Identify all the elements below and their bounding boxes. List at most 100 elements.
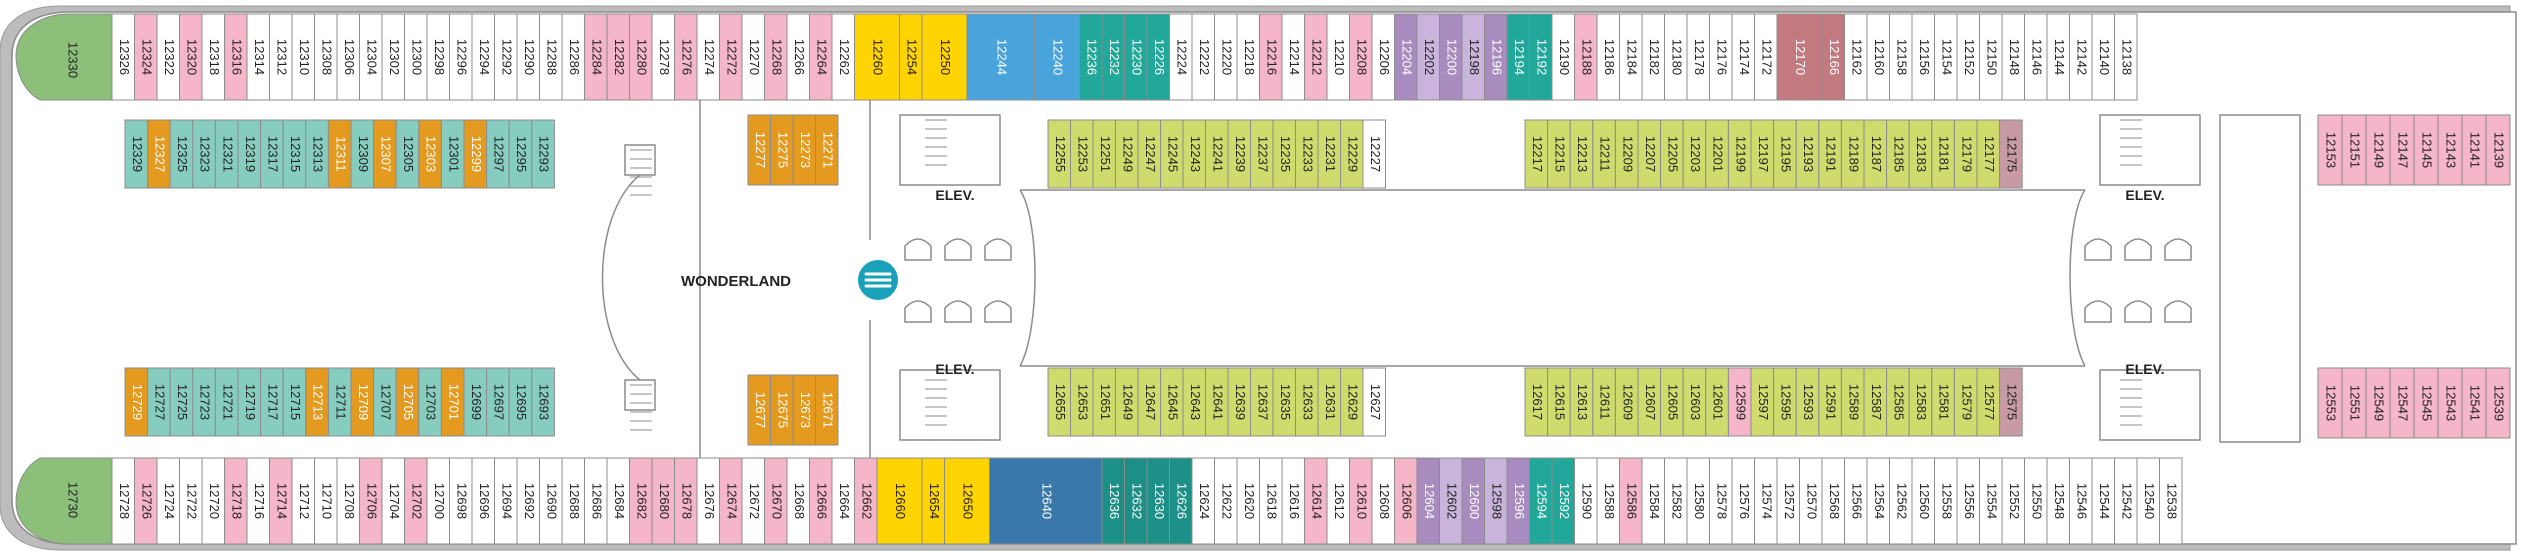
cabin-top-outer[interactable]: 12240: [1034, 13, 1080, 101]
cabin-bottom-outer[interactable]: 12618: [1259, 457, 1283, 545]
cabin-top-outer[interactable]: 12254: [899, 13, 923, 101]
cabin-top-outer[interactable]: 12286: [561, 13, 585, 101]
cabin-bottom-inner[interactable]: 12727: [147, 367, 171, 437]
cabin-top-forward[interactable]: 12145: [2413, 114, 2439, 186]
cabin-bottom-fwd[interactable]: 12585: [1886, 367, 1910, 437]
cabin-bottom-fwd[interactable]: 12607: [1637, 367, 1662, 437]
cabin-top-outer[interactable]: 12176: [1709, 13, 1733, 101]
cabin-top-outer[interactable]: 12310: [291, 13, 315, 101]
cabin-bottom-forward[interactable]: 12539: [2485, 367, 2511, 439]
cabin-top-outer[interactable]: 12188: [1574, 13, 1598, 101]
cabin-bottom-outer[interactable]: 12662: [854, 457, 878, 545]
cabin-top-inner[interactable]: 12299: [463, 119, 488, 189]
cabin-bottom-forward[interactable]: 12547: [2389, 367, 2415, 439]
cabin-bottom-outer[interactable]: 12704: [381, 457, 405, 545]
cabin-bottom-center[interactable]: 12677: [747, 374, 771, 446]
cabin-bottom-outer[interactable]: 12596: [1506, 457, 1530, 545]
cabin-top-fwd[interactable]: 12193: [1795, 119, 1820, 189]
cabin-top-forward[interactable]: 12149: [2365, 114, 2391, 186]
cabin-top-fwd[interactable]: 12179: [1953, 119, 1978, 189]
cabin-bottom-mid[interactable]: 12631: [1317, 367, 1341, 437]
cabin-bottom-outer[interactable]: 12684: [606, 457, 630, 545]
cabin-bottom-outer[interactable]: 12568: [1821, 457, 1845, 545]
cabin-bottom-outer[interactable]: 12696: [471, 457, 495, 545]
cabin-top-outer[interactable]: 12318: [201, 13, 225, 101]
cabin-bottom-inner[interactable]: 12697: [486, 367, 510, 437]
cabin-top-forward[interactable]: 12147: [2389, 114, 2415, 186]
cabin-top-inner[interactable]: 12305: [395, 119, 420, 189]
cabin-bottom-mid[interactable]: 12653: [1070, 367, 1094, 437]
cabin-bottom-forward[interactable]: 12543: [2437, 367, 2463, 439]
cabin-bottom-fwd[interactable]: 12577: [1976, 367, 2001, 437]
cabin-top-inner[interactable]: 12315: [282, 119, 307, 189]
cabin-bottom-mid[interactable]: 12643: [1182, 367, 1206, 437]
cabin-bottom-outer[interactable]: 12544: [2091, 457, 2115, 545]
cabin-bottom-mid[interactable]: 12629: [1340, 367, 1364, 437]
cabin-top-outer[interactable]: 12174: [1731, 13, 1755, 101]
cabin-top-fwd[interactable]: 12185: [1886, 119, 1910, 189]
cabin-top-outer[interactable]: 12150: [1979, 13, 2003, 101]
cabin-top-outer[interactable]: 12186: [1596, 13, 1620, 101]
cabin-top-outer[interactable]: 12306: [336, 13, 360, 101]
cabin-bottom-outer[interactable]: 12558: [1934, 457, 1958, 545]
cabin-top-outer[interactable]: 12172: [1754, 13, 1778, 101]
cabin-bottom-outer[interactable]: 12610: [1349, 457, 1373, 545]
cabin-bottom-forward[interactable]: 12553: [2317, 367, 2343, 439]
cabin-bottom-outer[interactable]: 12590: [1574, 457, 1598, 545]
cabin-top-inner[interactable]: 12295: [508, 119, 533, 189]
cabin-bottom-outer[interactable]: 12592: [1551, 457, 1575, 545]
cabin-top-outer[interactable]: 12270: [741, 13, 765, 101]
cabin-bottom-outer[interactable]: 12666: [809, 457, 833, 545]
cabin-top-outer[interactable]: 12170: [1776, 13, 1823, 101]
cabin-top-outer[interactable]: 12146: [2024, 13, 2048, 101]
cabin-top-outer[interactable]: 12220: [1214, 13, 1238, 101]
cabin-bottom-outer[interactable]: 12594: [1529, 457, 1553, 545]
cabin-bottom-mid[interactable]: 12639: [1227, 367, 1251, 437]
cabin-bottom-outer[interactable]: 12600: [1461, 457, 1485, 545]
cabin-top-inner[interactable]: 12317: [260, 119, 284, 189]
cabin-top-outer[interactable]: 12298: [426, 13, 450, 101]
cabin-bottom-outer[interactable]: 12612: [1326, 457, 1350, 545]
cabin-top-outer[interactable]: 12198: [1461, 13, 1485, 101]
cabin-bottom-mid[interactable]: 12627: [1362, 367, 1386, 437]
cabin-top-fwd[interactable]: 12215: [1547, 119, 1571, 189]
cabin-top-outer[interactable]: 12208: [1349, 13, 1373, 101]
cabin-top-outer[interactable]: 12160: [1866, 13, 1890, 101]
cabin-top-outer[interactable]: 12300: [404, 13, 428, 101]
cabin-top-outer[interactable]: 12280: [629, 13, 653, 101]
cabin-bottom-mid[interactable]: 12633: [1295, 367, 1319, 437]
cabin-top-mid[interactable]: 12237: [1250, 119, 1274, 189]
cabin-bottom-fwd[interactable]: 12597: [1750, 367, 1775, 437]
cabin-bottom-outer[interactable]: 12580: [1686, 457, 1710, 545]
cabin-top-outer[interactable]: 12204: [1394, 13, 1418, 101]
cabin-bottom-outer[interactable]: 12560: [1911, 457, 1935, 545]
cabin-bottom-inner[interactable]: 12699: [463, 367, 488, 437]
cabin-top-outer[interactable]: 12218: [1236, 13, 1260, 101]
cabin-top-center[interactable]: 12273: [792, 114, 816, 186]
cabin-top-outer[interactable]: 12288: [539, 13, 563, 101]
cabin-bottom-inner[interactable]: 12707: [373, 367, 397, 437]
cabin-bottom-forward[interactable]: 12549: [2365, 367, 2391, 439]
cabin-bottom-outer[interactable]: 12672: [741, 457, 765, 545]
cabin-bottom-outer[interactable]: 12620: [1236, 457, 1260, 545]
cabin-bottom-outer[interactable]: 12608: [1371, 457, 1395, 545]
cabin-top-outer[interactable]: 12294: [471, 13, 495, 101]
cabin-bottom-fwd[interactable]: 12601: [1705, 367, 1729, 437]
cabin-bottom-outer[interactable]: 12708: [336, 457, 360, 545]
cabin-top-outer[interactable]: 12264: [809, 13, 833, 101]
cabin-bottom-outer[interactable]: 12664: [831, 457, 855, 545]
cabin-top-fwd[interactable]: 12199: [1727, 119, 1752, 189]
cabin-top-center[interactable]: 12271: [815, 114, 839, 186]
cabin-top-outer[interactable]: 12144: [2046, 13, 2070, 101]
cabin-bottom-outer[interactable]: 12564: [1866, 457, 1890, 545]
cabin-top-center[interactable]: 12277: [747, 114, 771, 186]
cabin-bottom-outer[interactable]: 12606: [1394, 457, 1418, 545]
cabin-top-outer[interactable]: 12226: [1146, 13, 1170, 101]
cabin-bottom-inner[interactable]: 12693: [531, 367, 555, 437]
cabin-top-mid[interactable]: 12245: [1160, 119, 1184, 189]
cabin-top-outer[interactable]: 12320: [179, 13, 203, 101]
cabin-bottom-outer[interactable]: 12702: [404, 457, 428, 545]
cabin-bottom-fwd[interactable]: 12593: [1795, 367, 1820, 437]
cabin-top-outer[interactable]: 12140: [2091, 13, 2115, 101]
cabin-bottom-outer[interactable]: 12640: [989, 457, 1103, 545]
